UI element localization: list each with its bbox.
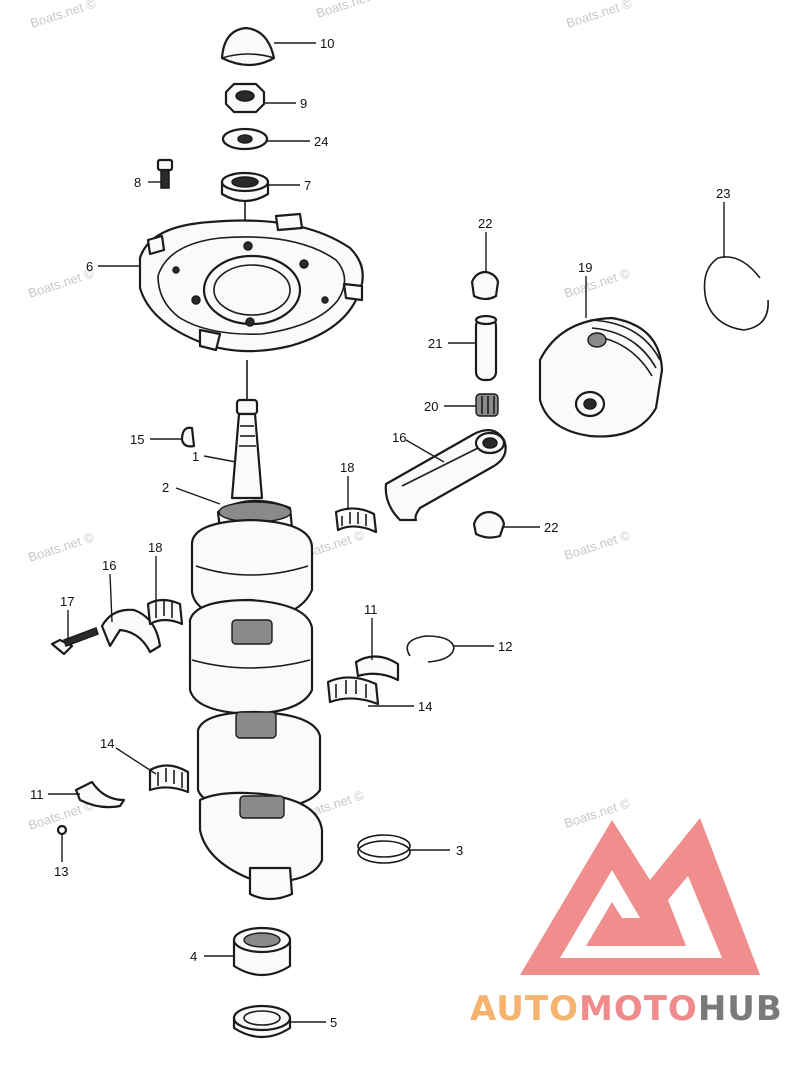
callout-18: 18 <box>148 540 162 555</box>
logo-text-moto: MOTO <box>579 989 698 1029</box>
part-9-nut[interactable] <box>224 82 266 114</box>
callout-20: 20 <box>424 399 438 414</box>
callout-4: 4 <box>190 949 197 964</box>
watermark-text: Boats.net © <box>562 265 632 300</box>
part-12-retaining-ring[interactable] <box>406 635 455 663</box>
callout-24: 24 <box>314 134 328 149</box>
callout-16: 16 <box>392 430 406 445</box>
callout-11: 11 <box>364 602 378 617</box>
callout-1: 1 <box>192 449 199 464</box>
watermark-text: Boats.net © <box>26 529 96 564</box>
callout-22: 22 <box>544 520 558 535</box>
callout-labels: 10 9 24 7 8 6 23 22 19 21 20 15 1 16 18 … <box>30 36 730 1030</box>
callout-10: 10 <box>320 36 334 51</box>
part-14-needle-cage[interactable] <box>326 676 380 706</box>
part-19-piston[interactable] <box>538 316 664 438</box>
part-8-screw[interactable] <box>156 158 174 189</box>
part-15-key[interactable] <box>180 426 196 448</box>
watermark-text: Boats.net © <box>564 0 634 31</box>
watermark-text: Boats.net © <box>562 527 632 562</box>
svg-text:AUTOMOTOHUB: AUTOMOTOHUB <box>470 989 783 1029</box>
callout-7: 7 <box>304 178 311 193</box>
callout-22: 22 <box>478 216 492 231</box>
callout-17: 17 <box>60 594 74 609</box>
part-4-roller-bearing[interactable] <box>232 926 292 977</box>
part-14-needle-cage[interactable] <box>148 764 190 794</box>
callout-11: 11 <box>30 787 44 802</box>
callout-21: 21 <box>428 336 442 351</box>
callout-15: 15 <box>130 432 144 447</box>
logo-mark <box>520 818 760 975</box>
part-10-cap[interactable] <box>220 26 276 67</box>
watermark-text: Boats.net © <box>562 795 632 830</box>
part-11-bearing-half[interactable] <box>354 655 400 682</box>
logo-text-auto: AUTO <box>470 989 579 1029</box>
part-21-wrist-pin[interactable] <box>474 314 498 382</box>
watermark-text: Boats.net © <box>28 0 98 31</box>
part-23-piston-ring[interactable] <box>703 256 769 331</box>
watermark-text: Boats.net © <box>314 0 384 21</box>
callout-19: 19 <box>578 260 592 275</box>
part-5-seal[interactable] <box>232 1004 292 1039</box>
part-16-rod-cap[interactable] <box>100 608 162 654</box>
part-24-washer[interactable] <box>221 127 269 151</box>
callout-18: 18 <box>340 460 354 475</box>
callout-14: 14 <box>418 699 432 714</box>
callout-12: 12 <box>498 639 512 654</box>
part-1-crankshaft[interactable] <box>188 398 324 901</box>
part-22-bearing-cap[interactable] <box>472 510 506 539</box>
callout-6: 6 <box>86 259 93 274</box>
part-7-bearing[interactable] <box>220 171 270 203</box>
part-16-connecting-rod[interactable] <box>384 429 507 522</box>
part-3-ring[interactable] <box>357 834 411 864</box>
callout-3: 3 <box>456 843 463 858</box>
callout-9: 9 <box>300 96 307 111</box>
callout-14: 14 <box>100 736 114 751</box>
callout-23: 23 <box>716 186 730 201</box>
leader-lines <box>48 42 725 1023</box>
callout-5: 5 <box>330 1015 337 1030</box>
callout-13: 13 <box>54 864 68 879</box>
callout-2: 2 <box>162 480 169 495</box>
callout-16: 16 <box>102 558 116 573</box>
part-20-needle-bearing[interactable] <box>475 393 499 417</box>
part-22-bearing-cap[interactable] <box>470 270 500 301</box>
part-18-needle-cage[interactable] <box>146 598 184 626</box>
automotohub-logo: AUTOMOTOHUB <box>470 818 783 1029</box>
part-13-dowel[interactable] <box>56 824 68 836</box>
callout-8: 8 <box>134 175 141 190</box>
logo-text-hub: HUB <box>698 989 783 1029</box>
part-17-screw[interactable] <box>50 627 99 656</box>
part-6-end-cap-plate[interactable] <box>138 212 364 353</box>
watermarks: Boats.net © Boats.net © Boats.net © Boat… <box>26 0 634 833</box>
part-11-bearing-half[interactable] <box>74 780 126 809</box>
